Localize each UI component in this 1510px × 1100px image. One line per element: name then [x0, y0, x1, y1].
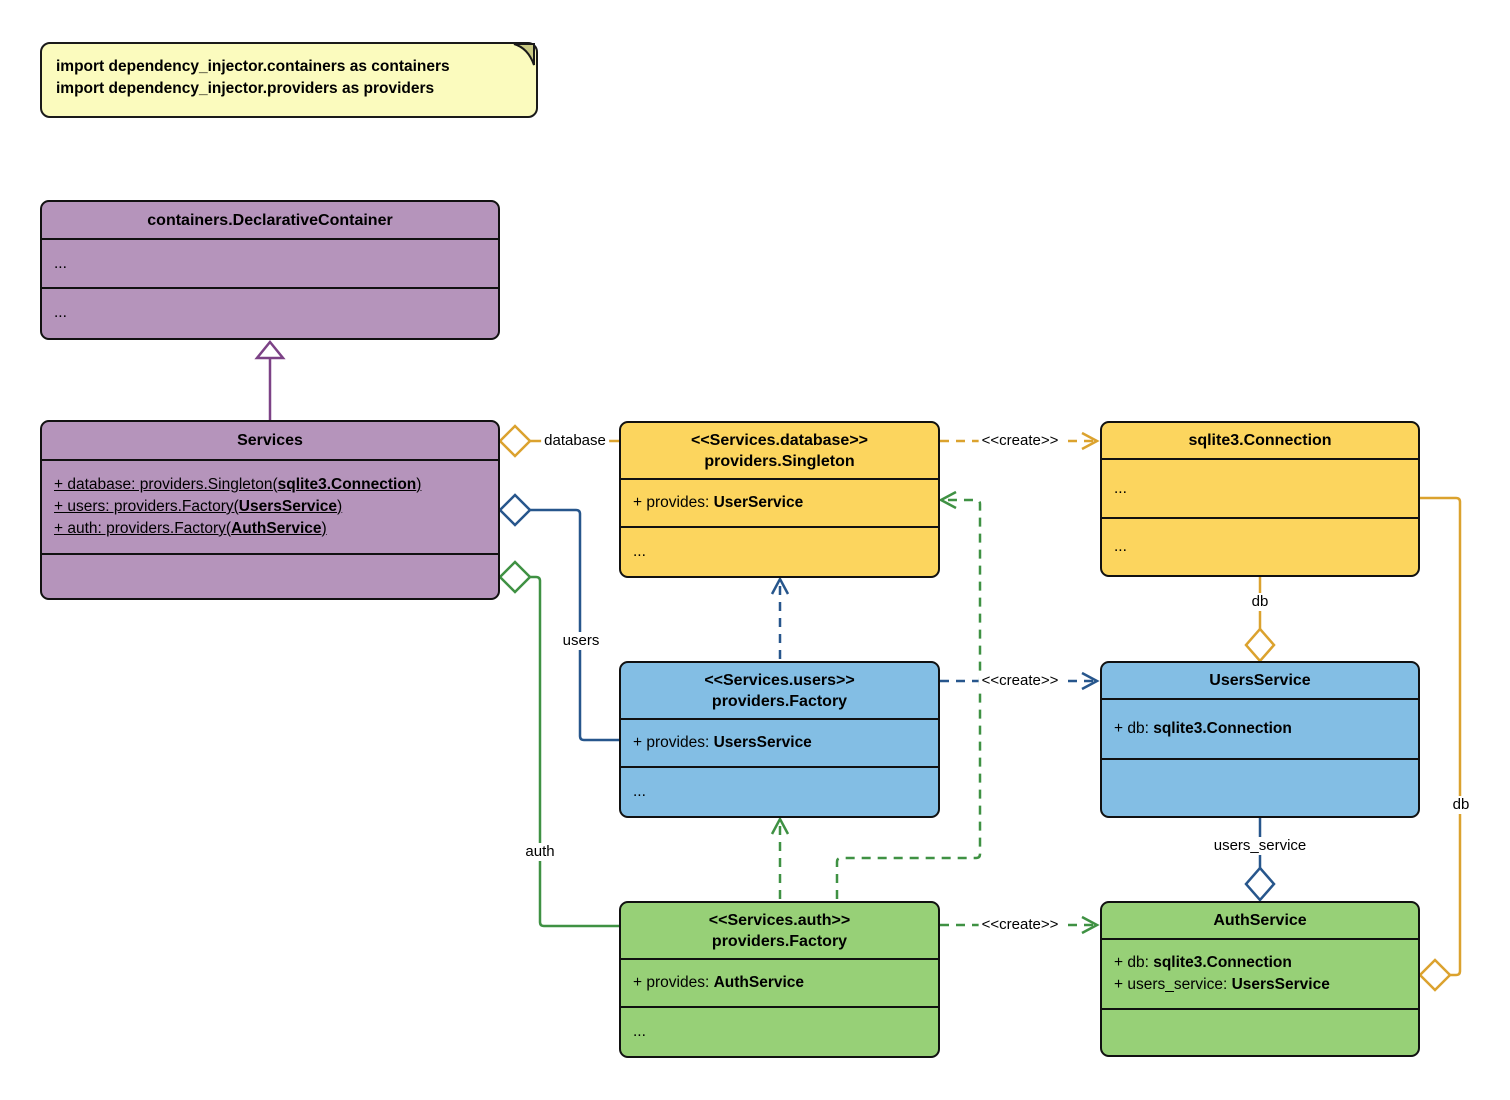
note-line: import dependency_injector.containers as…	[56, 58, 450, 75]
edge-create-database	[940, 431, 1100, 451]
attribute-users-service: + users_service: UsersService	[1114, 976, 1330, 993]
class-attributes-section: + provides: AuthService	[621, 958, 938, 1006]
class-users-service: UsersService + db: sqlite3.Connection	[1100, 661, 1420, 818]
class-stereotype: <<Services.users>>	[704, 671, 855, 689]
class-methods-section: ...	[621, 526, 938, 576]
edge-label-users: users	[559, 632, 603, 650]
class-methods-section: ...	[621, 1006, 938, 1056]
class-users-factory: <<Services.users>> providers.Factory + p…	[619, 661, 940, 818]
edge-label-users-service: users_service	[1210, 837, 1310, 855]
edge-dependency-usersfactory-singleton	[770, 576, 790, 659]
class-attributes-section: + db: sqlite3.Connection + users_service…	[1102, 938, 1418, 1008]
edge-users-service-aggregation	[1244, 818, 1276, 902]
attribute-provides: + provides: UserService	[633, 494, 804, 511]
ellipsis-text: ...	[54, 254, 67, 272]
note-line: import dependency_injector.providers as …	[56, 80, 435, 97]
class-methods-section	[1102, 758, 1418, 815]
ellipsis-text: ...	[54, 304, 67, 321]
class-methods-section	[1102, 1008, 1418, 1054]
class-title: containers.DeclarativeContainer	[147, 211, 393, 229]
edge-label-db: db	[1248, 593, 1272, 611]
class-sqlite3-connection: sqlite3.Connection ... ...	[1100, 421, 1420, 577]
edge-dependency-authfactory-usersfactory	[770, 816, 790, 899]
attribute-provides: + provides: UsersService	[633, 734, 812, 751]
ellipsis-text: ...	[1114, 537, 1127, 555]
class-stereotype: <<Services.database>>	[690, 431, 869, 449]
attribute-db: + db: sqlite3.Connection	[1114, 720, 1292, 737]
edge-label-auth: auth	[522, 843, 558, 861]
edge-create-users	[940, 671, 1100, 691]
class-services: Services + database: providers.Singleton…	[40, 420, 500, 600]
class-attributes-section: + db: sqlite3.Connection	[1102, 698, 1418, 758]
class-stereotype: <<Services.auth>>	[708, 911, 851, 929]
attribute-users: + users: providers.Factory(UsersService)	[54, 498, 343, 515]
class-attributes-section: + database: providers.Singleton(sqlite3.…	[42, 459, 498, 553]
ellipsis-text: ...	[633, 543, 646, 560]
edge-db-aggregation-authservice	[1418, 496, 1462, 992]
ellipsis-text: ...	[1114, 479, 1127, 497]
class-title: sqlite3.Connection	[1188, 432, 1332, 449]
class-methods-section	[42, 553, 498, 597]
class-attributes-section: ...	[42, 238, 498, 287]
edge-label-create-database: <<create>>	[978, 432, 1062, 450]
class-name: providers.Factory	[711, 932, 848, 950]
edge-label-database: database	[541, 432, 609, 450]
attribute-provides: + provides: AuthService	[633, 974, 805, 991]
edge-db-aggregation-usersservice	[1244, 577, 1276, 663]
class-title: <<Services.auth>> providers.Factory	[621, 903, 938, 958]
attribute-database: + database: providers.Singleton(sqlite3.…	[54, 476, 422, 493]
edge-users-aggregation	[498, 493, 619, 742]
class-title: <<Services.database>> providers.Singleto…	[621, 423, 938, 478]
class-title: Services	[237, 432, 303, 449]
class-methods-section: ...	[1102, 517, 1418, 574]
class-name: providers.Singleton	[704, 452, 855, 470]
edge-label-create-auth: <<create>>	[978, 916, 1062, 934]
edge-label-create-users: <<create>>	[978, 672, 1062, 690]
attribute-db: + db: sqlite3.Connection	[1114, 954, 1292, 971]
ellipsis-text: ...	[633, 783, 646, 800]
class-attributes-section: + provides: UsersService	[621, 718, 938, 766]
class-title: UsersService	[1209, 672, 1311, 689]
class-methods-section: ...	[42, 287, 498, 337]
class-attributes-section: ...	[1102, 458, 1418, 517]
class-name: providers.Factory	[711, 692, 848, 710]
class-title: <<Services.users>> providers.Factory	[621, 663, 938, 718]
edge-create-auth	[940, 915, 1100, 935]
class-auth-service: AuthService + db: sqlite3.Connection + u…	[1100, 901, 1420, 1057]
attribute-auth: + auth: providers.Factory(AuthService)	[54, 520, 327, 537]
class-auth-factory: <<Services.auth>> providers.Factory + pr…	[619, 901, 940, 1058]
edge-generalization	[254, 340, 286, 420]
class-methods-section: ...	[621, 766, 938, 816]
import-note: import dependency_injector.containers as…	[40, 42, 538, 118]
class-attributes-section: + provides: UserService	[621, 478, 938, 526]
edge-dependency-authfactory-singleton	[835, 490, 982, 899]
ellipsis-text: ...	[633, 1023, 646, 1040]
class-database-singleton: <<Services.database>> providers.Singleto…	[619, 421, 940, 578]
note-fold-icon	[513, 43, 535, 66]
edge-auth-aggregation	[498, 560, 619, 928]
class-declarative-container: containers.DeclarativeContainer ... ...	[40, 200, 500, 340]
edge-label-db-right: db	[1449, 796, 1473, 814]
class-title: AuthService	[1213, 912, 1307, 929]
